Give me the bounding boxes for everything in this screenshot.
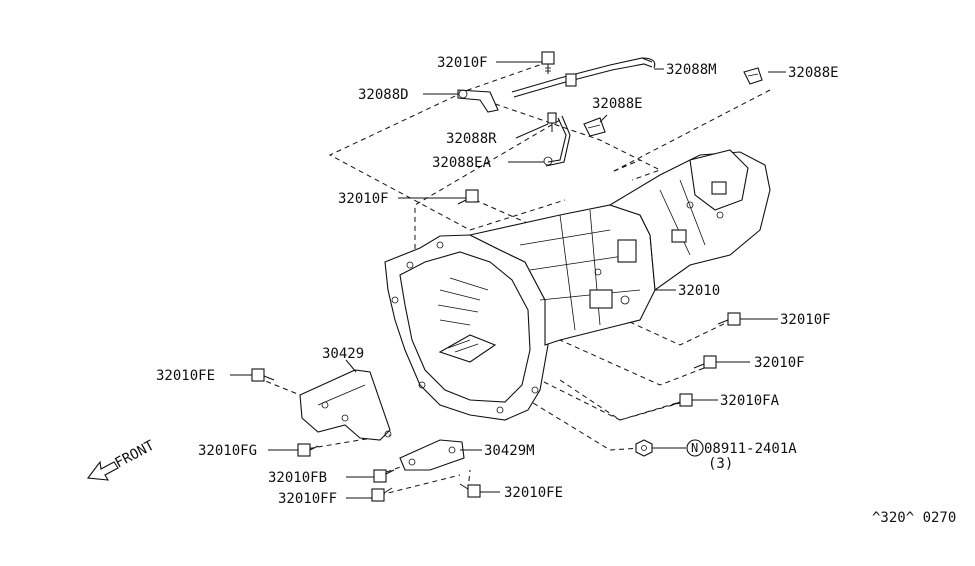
bolt-32010F-left bbox=[457, 189, 479, 205]
bracket-30429M bbox=[399, 439, 465, 471]
breather-hose-32088M bbox=[511, 57, 656, 98]
clip-32088E-top bbox=[743, 67, 763, 85]
bolt-32010FB bbox=[373, 469, 395, 483]
leader-lines bbox=[230, 61, 786, 499]
label-32088M: 32088M bbox=[666, 62, 717, 78]
label-32010FB: 32010FB bbox=[268, 470, 327, 486]
assembly-guide-lines bbox=[257, 61, 771, 496]
bolt-32010F-right1 bbox=[717, 312, 741, 326]
nut-08911-2401A bbox=[635, 439, 653, 457]
front-direction-indicator: FRONT bbox=[86, 437, 158, 481]
diagram-reference-code: ^320^ 0270 bbox=[872, 510, 956, 526]
label-30429M: 30429M bbox=[484, 443, 535, 459]
bolt-32010FE-lower bbox=[459, 483, 481, 498]
front-arrow-icon bbox=[86, 460, 119, 481]
tube-32088R bbox=[543, 112, 571, 167]
label-32010FE-lower: 32010FE bbox=[504, 485, 563, 501]
label-32010F-left: 32010F bbox=[338, 191, 389, 207]
bracket-30429 bbox=[299, 369, 392, 441]
label-32088R: 32088R bbox=[446, 131, 497, 147]
label-32088EA: 32088EA bbox=[432, 155, 492, 171]
nut-symbol-circle bbox=[686, 439, 704, 457]
label-nut-quantity: (3) bbox=[708, 456, 733, 472]
bolt-32010F-right2 bbox=[693, 355, 717, 369]
label-08911-2401A: 08911-2401A bbox=[704, 441, 797, 457]
bolt-32010FA bbox=[669, 393, 693, 407]
transmission-assembly-32010 bbox=[384, 149, 771, 421]
clip-32088E-mid bbox=[583, 117, 606, 137]
part-labels: 32010F 32088M 32088E 32088D 32088E 32088… bbox=[156, 55, 839, 507]
label-32010F-top: 32010F bbox=[437, 55, 488, 71]
label-32010FG: 32010FG bbox=[198, 443, 257, 459]
bolt-32010F-top bbox=[541, 51, 555, 74]
label-32088E-mid: 32088E bbox=[592, 96, 643, 112]
label-30429: 30429 bbox=[322, 346, 364, 362]
label-32088E-top: 32088E bbox=[788, 65, 839, 81]
bolt-32010FE-left bbox=[251, 368, 275, 382]
label-32010F-right2: 32010F bbox=[754, 355, 805, 371]
front-label: FRONT bbox=[112, 437, 157, 471]
label-32010F-right1: 32010F bbox=[780, 312, 831, 328]
label-32010: 32010 bbox=[678, 283, 720, 299]
label-32010FA: 32010FA bbox=[720, 393, 780, 409]
bolt-32010FG bbox=[297, 443, 319, 457]
label-32010FF: 32010FF bbox=[278, 491, 337, 507]
label-32088D: 32088D bbox=[358, 87, 409, 103]
nut-symbol-letter: N bbox=[691, 441, 698, 455]
bracket-32088D bbox=[457, 89, 499, 113]
label-32010FE-left: 32010FE bbox=[156, 368, 215, 384]
bolt-32010FF bbox=[371, 487, 393, 502]
